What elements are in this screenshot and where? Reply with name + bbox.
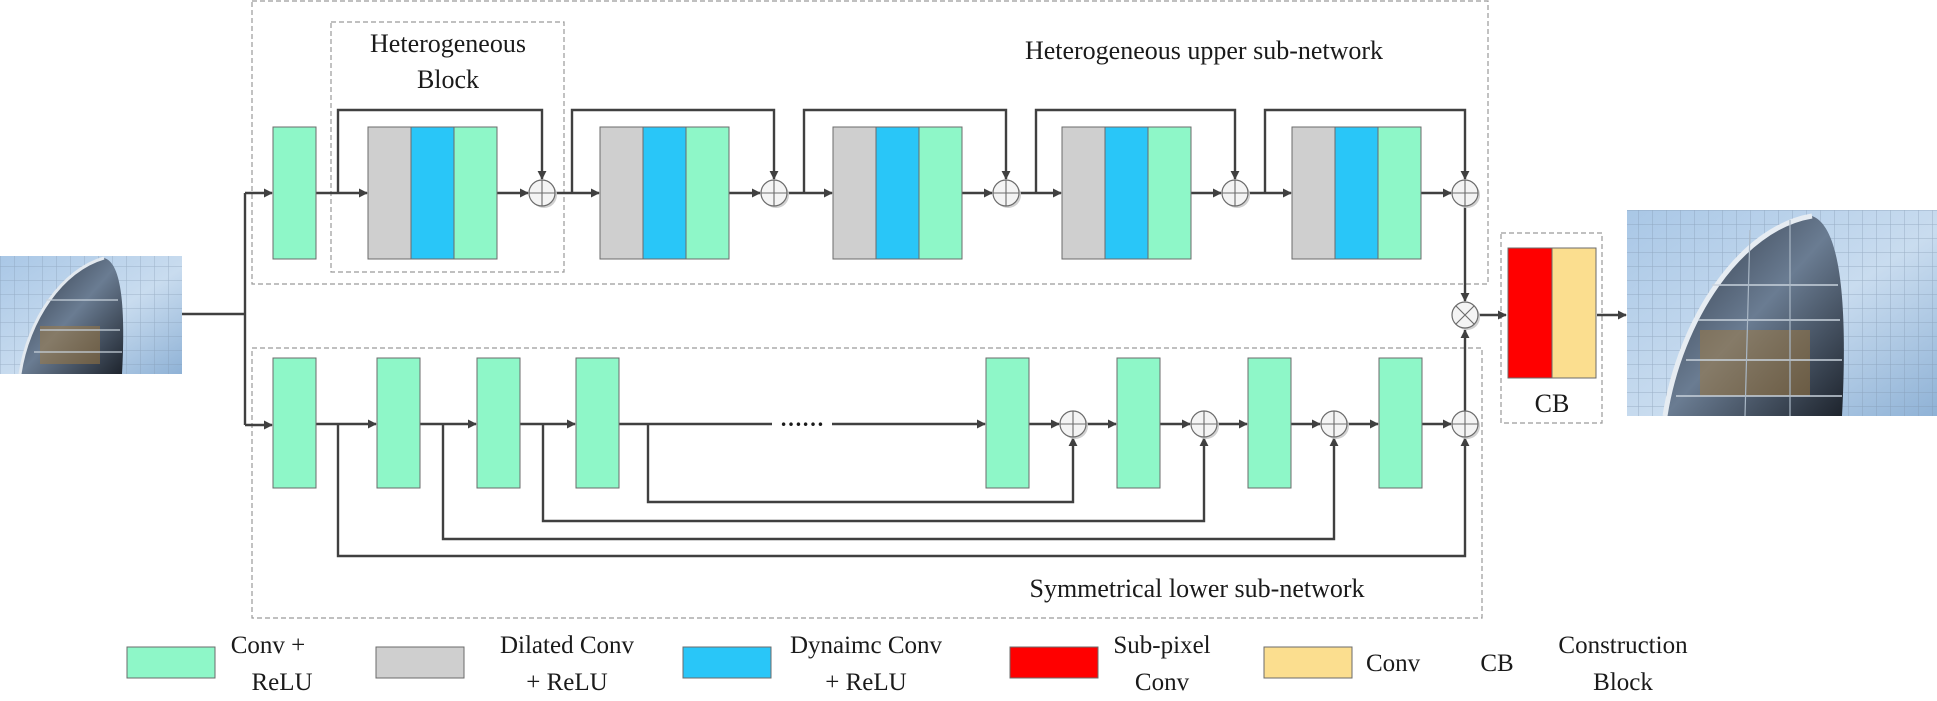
lower-conv-relu-2	[376, 357, 421, 489]
upper-subnetwork-region	[251, 0, 1489, 285]
legend-swatch-subpixel-conv	[1009, 646, 1099, 679]
hb5-add-node	[1451, 179, 1480, 208]
legend-text-conv: Conv	[1366, 650, 1421, 677]
lower-add-node-3	[1320, 410, 1349, 439]
hb5-dilated-conv	[1291, 126, 1336, 260]
heterogeneous-block-title-line2: Block	[417, 65, 479, 94]
legend-swatch-conv	[1263, 646, 1353, 679]
legend-text-cb-abbr: CB	[1480, 650, 1513, 677]
legend-swatch-conv-relu	[126, 646, 216, 679]
hb3-dynamic-conv	[875, 126, 920, 260]
hb3-dilated-conv	[832, 126, 877, 260]
hb2-add-node	[760, 179, 789, 208]
legend-text-conv-relu-1: Conv +	[231, 632, 306, 659]
legend-text-dynamic-1: Dynaimc Conv	[790, 632, 943, 659]
hb4-dilated-conv	[1061, 126, 1106, 260]
lower-conv-relu-1	[272, 357, 317, 489]
layer-blocks	[272, 126, 1423, 489]
hb1-skip	[336, 108, 547, 193]
legend-swatch-dynamic-conv	[682, 646, 772, 679]
legend-text-subpixel-1: Sub-pixel	[1113, 632, 1210, 659]
lower-conv-relu-3	[476, 357, 521, 489]
hb3-conv-relu	[918, 126, 963, 260]
hb4-skip	[1034, 108, 1240, 193]
legend-swatch-dilated-conv	[375, 646, 465, 679]
operator-nodes	[528, 179, 1480, 439]
hb4-add-node	[1221, 179, 1250, 208]
legend-text-dilated-1: Dilated Conv	[500, 632, 635, 659]
connection-lines	[182, 108, 1627, 558]
lower-path-ellipsis: ……	[780, 406, 824, 431]
hb2-dynamic-conv	[642, 126, 687, 260]
hb5-conv-relu	[1377, 126, 1422, 260]
conv-block	[1551, 247, 1597, 379]
lower-subnetwork-title: Symmetrical lower sub-network	[1029, 574, 1364, 603]
hb2-skip	[570, 108, 779, 193]
hb2-dilated-conv	[599, 126, 644, 260]
output-image-icon	[1627, 210, 1937, 416]
hb1-conv-relu	[453, 126, 498, 260]
legend: Conv + ReLU Dilated Conv + ReLU Dynaimc …	[126, 632, 1688, 696]
legend-text-cb-2: Block	[1593, 669, 1653, 696]
fusion-multiply-node	[1451, 301, 1480, 330]
hb5-skip	[1263, 108, 1470, 193]
heterogeneous-block-region	[330, 21, 565, 273]
lower-conv-relu-4	[575, 357, 620, 489]
lower-conv-relu-5	[985, 357, 1030, 489]
hb1-add-node	[528, 179, 557, 208]
hb1-dilated-conv	[367, 126, 412, 260]
lower-conv-relu-8	[1378, 357, 1423, 489]
subpixel-conv-block	[1507, 247, 1553, 379]
legend-text-cb-1: Construction	[1558, 632, 1688, 659]
construction-block-region	[1500, 232, 1603, 424]
lower-conv-relu-7	[1247, 357, 1292, 489]
hb3-skip	[802, 108, 1011, 193]
heterogeneous-block-title-line1: Heterogeneous	[370, 29, 526, 58]
lower-subnetwork-region	[251, 347, 1483, 619]
lower-skip-2	[441, 424, 1339, 541]
lower-conv-relu-6	[1116, 357, 1161, 489]
construction-block-label: CB	[1535, 389, 1570, 418]
legend-text-conv-relu-2: ReLU	[251, 669, 312, 696]
lower-skip-1	[336, 424, 1470, 558]
upper-subnetwork-title: Heterogeneous upper sub-network	[1025, 36, 1383, 65]
hb1-dynamic-conv	[410, 126, 455, 260]
lower-add-node-2	[1190, 410, 1219, 439]
legend-text-dynamic-2: + ReLU	[825, 669, 906, 696]
hb2-conv-relu	[685, 126, 730, 260]
lower-add-node-4	[1451, 410, 1480, 439]
legend-text-subpixel-2: Conv	[1135, 669, 1190, 696]
lower-add-node-1	[1059, 410, 1088, 439]
lower-skip-3	[541, 424, 1209, 523]
hb4-conv-relu	[1147, 126, 1192, 260]
hb5-dynamic-conv	[1334, 126, 1379, 260]
upper-head-conv-relu	[272, 126, 317, 260]
hb3-add-node	[992, 179, 1021, 208]
lower-skip-4	[646, 424, 1078, 504]
legend-text-dilated-2: + ReLU	[526, 669, 607, 696]
input-image-icon	[0, 256, 182, 374]
hb4-dynamic-conv	[1104, 126, 1149, 260]
